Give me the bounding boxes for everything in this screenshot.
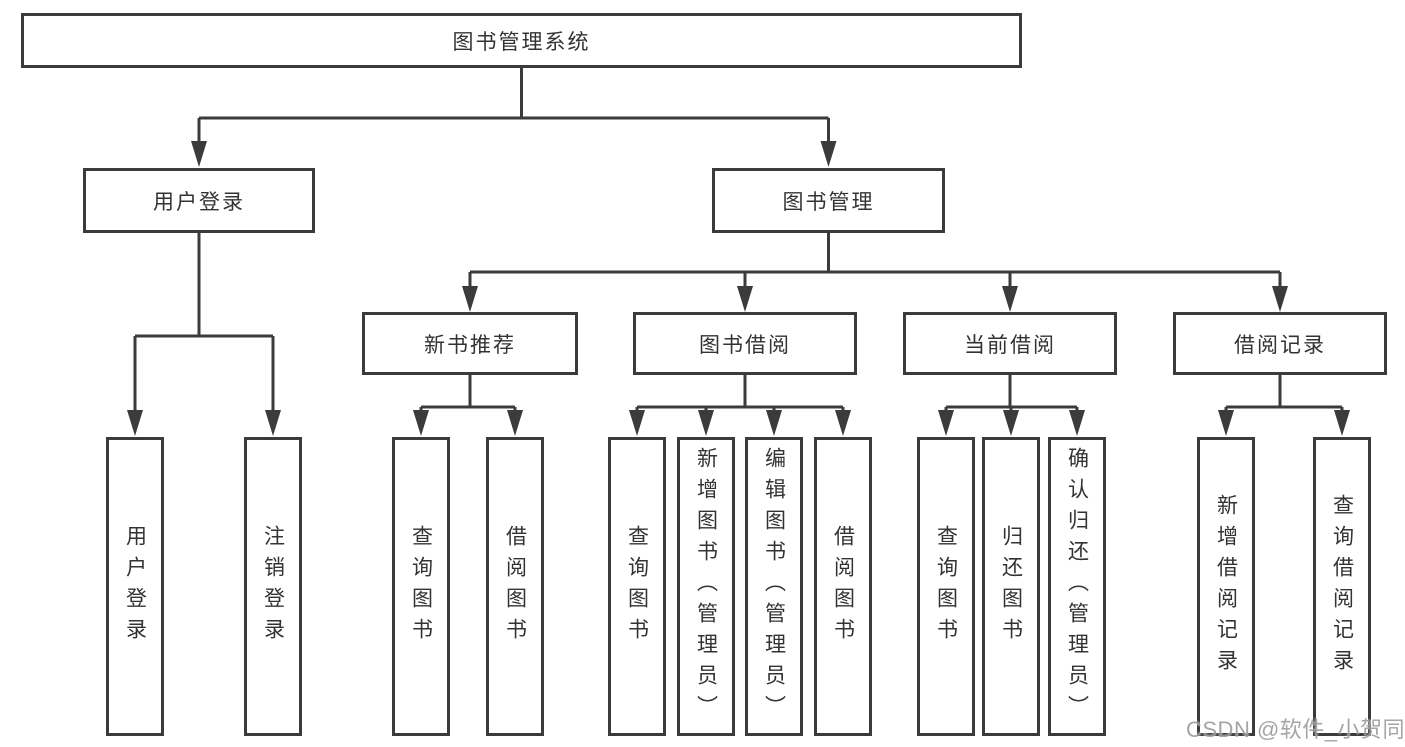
leaf-label: 新增借阅记录 [1214, 493, 1238, 680]
leaf-user-login: 用户登录 [106, 437, 164, 736]
leaf-label: 用户登录 [123, 524, 147, 649]
leaf-label: 编辑图书（管理员） [762, 447, 786, 726]
arrowhead-icons [127, 141, 1350, 436]
leaf-confirm-return-admin: 确认归还（管理员） [1048, 437, 1106, 736]
leaf-label: 查询图书 [625, 524, 649, 649]
leaf-borrow-books-borrowing: 借阅图书 [814, 437, 872, 736]
leaf-logout: 注销登录 [244, 437, 302, 736]
node-user-login: 用户登录 [83, 168, 315, 233]
leaf-return-book: 归还图书 [982, 437, 1040, 736]
leaf-search-books-recommend: 查询图书 [392, 437, 450, 736]
node-label: 图书借阅 [699, 333, 791, 357]
leaf-label: 查询图书 [934, 524, 958, 649]
leaf-label: 新增图书（管理员） [694, 447, 718, 726]
leaf-label: 查询借阅记录 [1330, 493, 1354, 680]
leaf-label: 借阅图书 [831, 524, 855, 649]
node-label: 图书管理 [782, 190, 875, 214]
node-label: 用户登录 [153, 190, 245, 214]
leaf-label: 查询图书 [409, 524, 433, 649]
leaf-borrow-books-recommend: 借阅图书 [486, 437, 544, 736]
leaf-label: 借阅图书 [503, 524, 527, 649]
node-label: 图书管理系统 [452, 30, 591, 54]
node-current-borrowing: 当前借阅 [903, 312, 1117, 375]
node-borrowing-records: 借阅记录 [1173, 312, 1387, 375]
leaf-label: 注销登录 [261, 524, 285, 649]
leaf-label: 确认归还（管理员） [1065, 447, 1089, 726]
csdn-watermark: CSDN @软件_小贺同学 [1186, 717, 1405, 742]
leaf-edit-book-admin: 编辑图书（管理员） [745, 437, 803, 736]
node-book-borrowing: 图书借阅 [633, 312, 857, 375]
node-label: 当前借阅 [964, 333, 1056, 357]
node-library-management-system: 图书管理系统 [21, 13, 1022, 68]
leaf-add-book-admin: 新增图书（管理员） [677, 437, 735, 736]
node-book-management: 图书管理 [712, 168, 945, 233]
leaf-search-books-current: 查询图书 [917, 437, 975, 736]
leaf-label: 归还图书 [999, 524, 1023, 649]
leaf-search-borrow-record: 查询借阅记录 [1313, 437, 1371, 736]
leaf-add-borrow-record: 新增借阅记录 [1197, 437, 1255, 736]
node-label: 借阅记录 [1234, 333, 1326, 357]
node-new-book-recommendation: 新书推荐 [362, 312, 578, 375]
node-label: 新书推荐 [424, 333, 516, 357]
leaf-search-books-borrowing: 查询图书 [608, 437, 666, 736]
